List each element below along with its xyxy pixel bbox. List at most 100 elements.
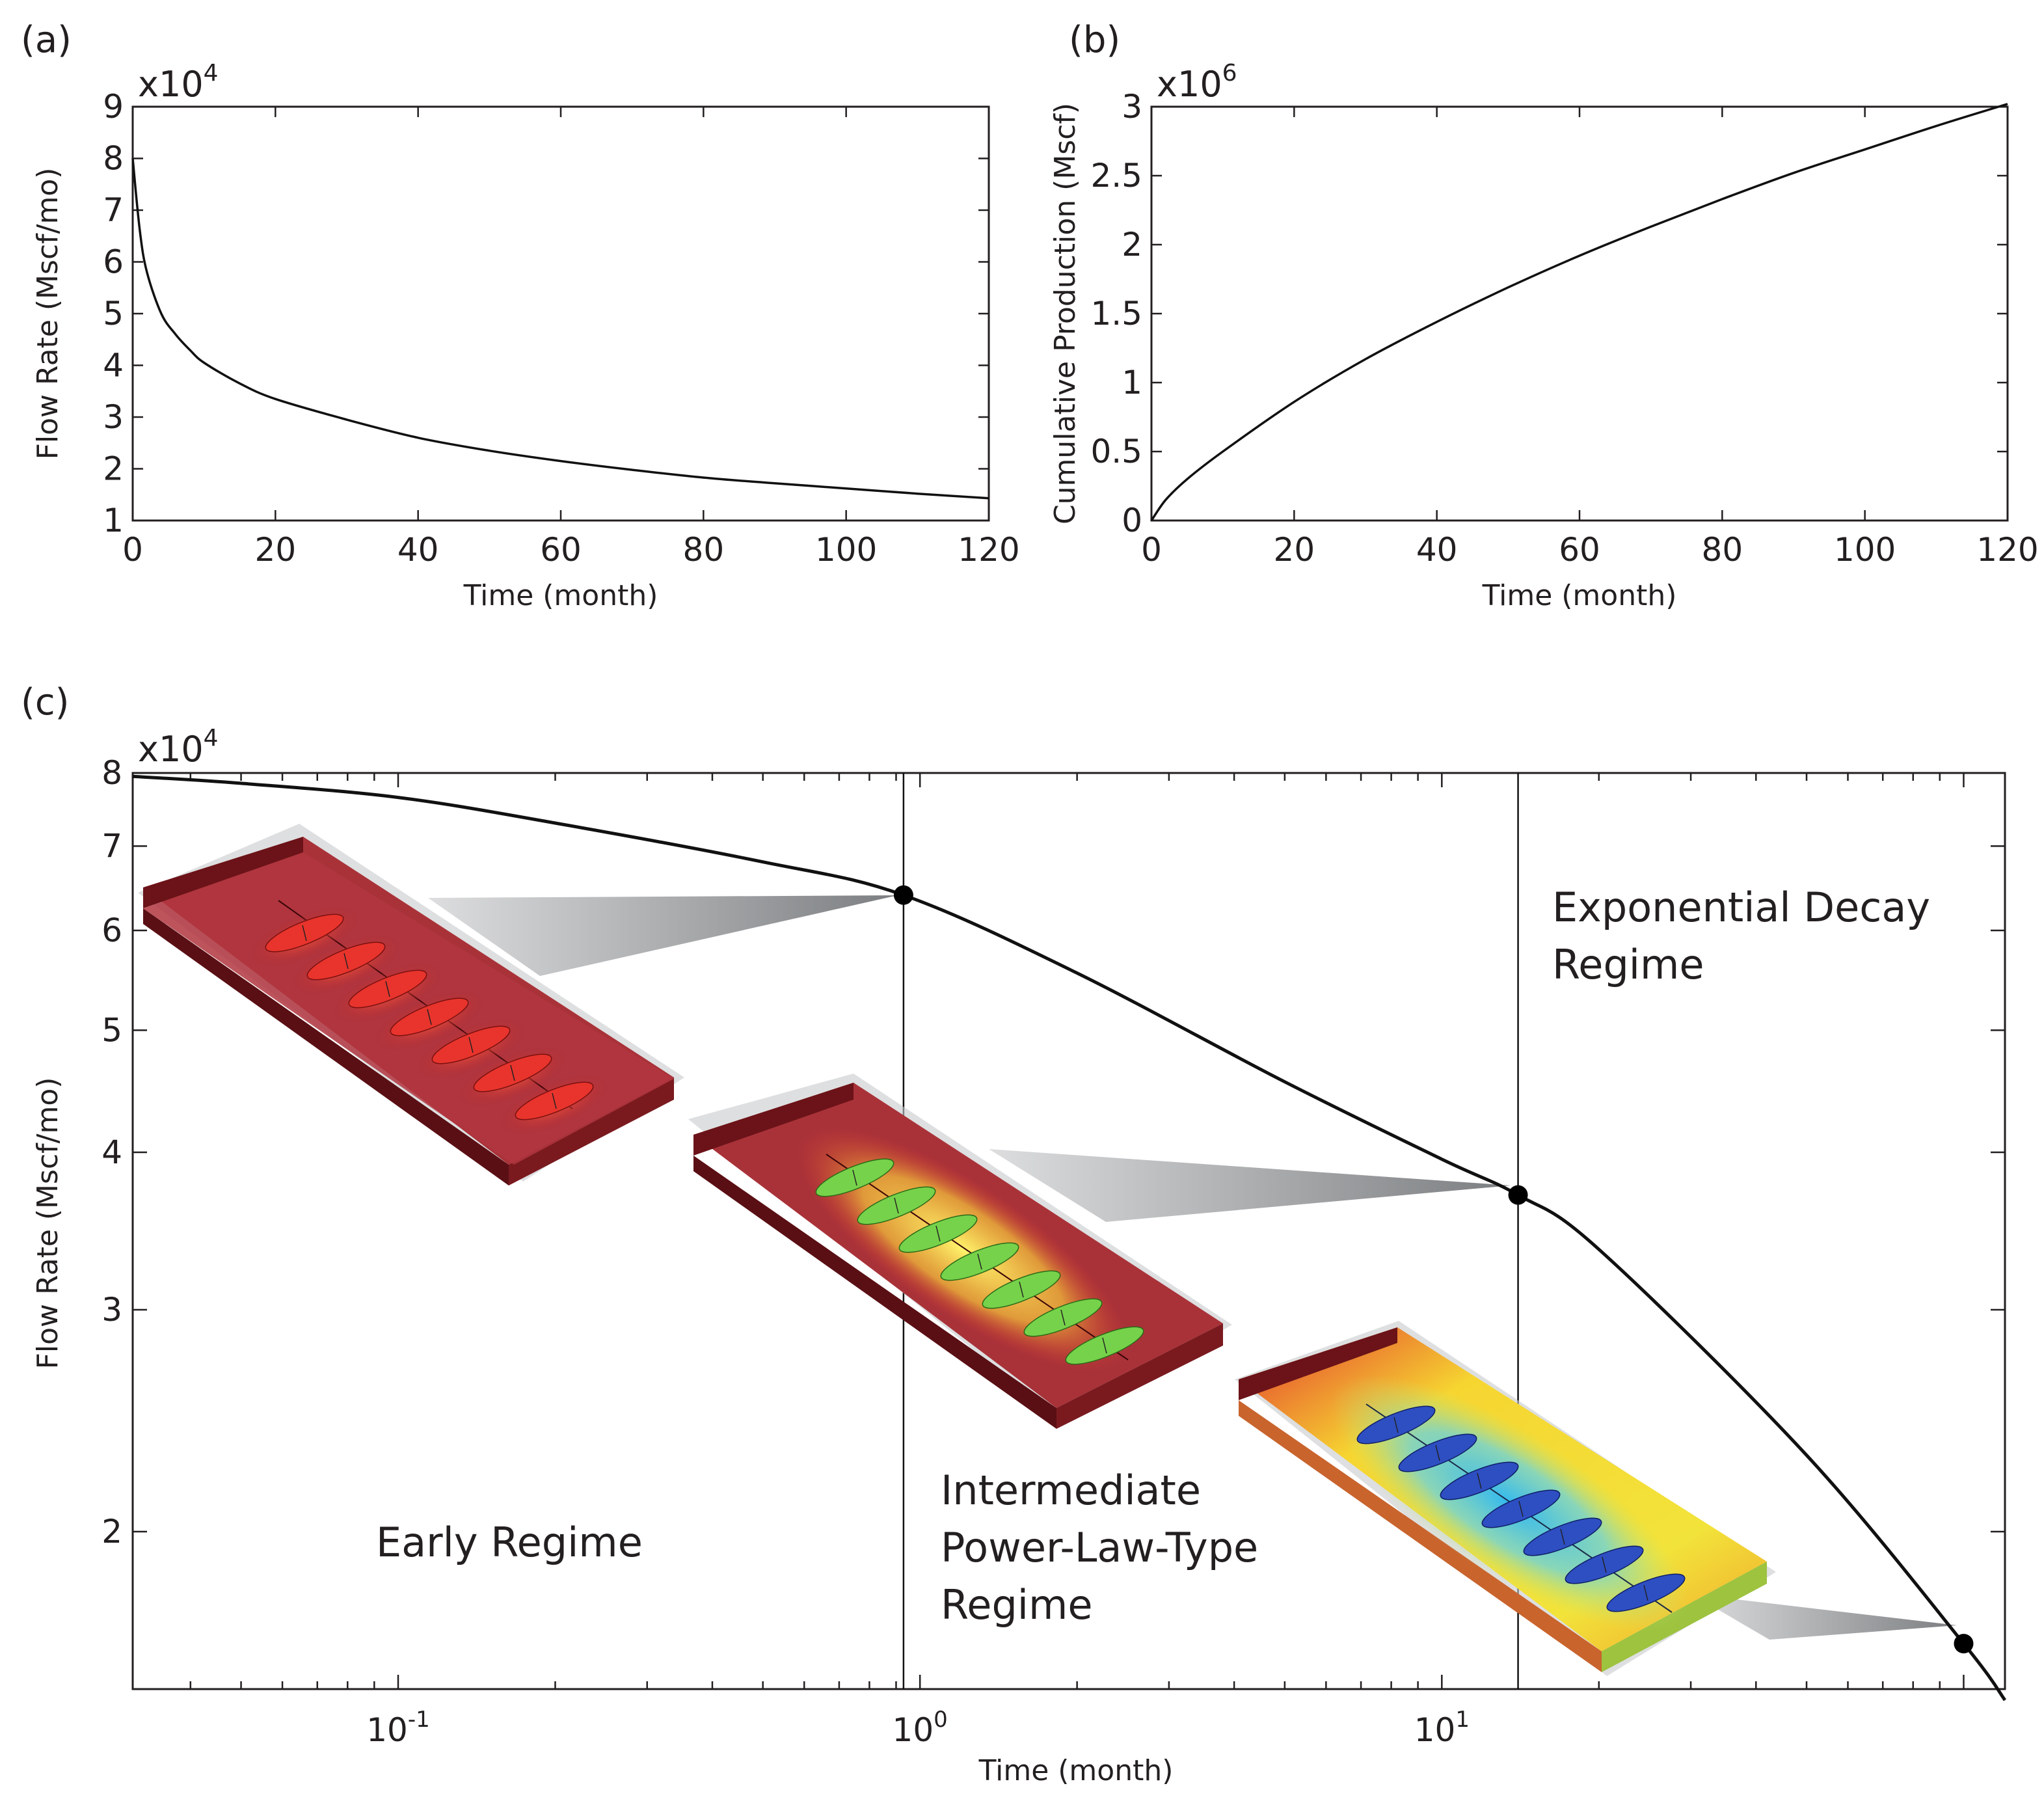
fracture-stem: [1019, 1281, 1024, 1298]
annotation-intermediate-line-2: Power-Law-Type: [941, 1524, 1258, 1571]
x-tick-label: 101: [1414, 1707, 1470, 1749]
x-tick-label: 60: [540, 531, 582, 569]
y-tick-label: 2: [101, 1513, 122, 1550]
callout-wedge-early: [428, 895, 898, 976]
fracture-stem: [1477, 1472, 1482, 1489]
y-tick-label: 8: [101, 754, 122, 792]
y-tick-label: 3: [103, 398, 124, 436]
callout-wedge-late: [1691, 1594, 1957, 1640]
panel-b: 0 20 40 60 80 100 120 0 0.5 1 1.5 2 2.5 3 x106 Time (…: [1049, 60, 2039, 612]
y-tick-label: 2: [1122, 226, 1142, 264]
y-tick-label: 6: [103, 243, 124, 281]
y-tick-label: 2: [103, 450, 124, 488]
panel-b-ylabel: Cumulative Production (Mscf): [1049, 103, 1082, 524]
x-tick-label: 80: [683, 531, 725, 569]
annotation-intermediate-line-1: Intermediate: [941, 1467, 1201, 1514]
reservoir-model-intermediate: [688, 1074, 1232, 1429]
panel-c-multiplier: x104: [138, 725, 219, 770]
panel-c-frame: [131, 772, 2006, 1690]
fracture-stem: [935, 1225, 941, 1242]
panel-a-flow-rate-line: [131, 158, 989, 500]
y-tick-label: 8: [103, 140, 124, 178]
annotation-exponential-regime: Exponential Decay Regime: [1552, 884, 1943, 988]
data-point-marker: [893, 885, 913, 905]
x-tick-label: 100: [893, 1707, 948, 1749]
annotation-exponential-line-2: Regime: [1552, 941, 1704, 988]
data-point-marker: [1954, 1634, 1974, 1654]
panel-c-flow-rate-line: [132, 774, 2007, 1701]
fracture-stem: [302, 925, 307, 941]
annotation-intermediate-line-3: Regime: [941, 1581, 1093, 1629]
y-tick-label: 1: [1122, 364, 1142, 401]
panel-a-xlabel: Time (month): [463, 579, 658, 612]
panel-b-multiplier: x106: [1157, 60, 1237, 105]
panel-c-ylabel: Flow Rate (Mscf/mo): [31, 1077, 64, 1370]
fracture-stem: [1560, 1528, 1565, 1545]
fracture-stem: [1602, 1556, 1607, 1573]
panel-c-xlabel: Time (month): [978, 1754, 1174, 1787]
x-tick-label: 60: [1559, 531, 1600, 569]
y-tick-label: 5: [103, 295, 124, 332]
y-tick-label: 7: [103, 191, 124, 229]
x-tick-label: 40: [1416, 531, 1458, 569]
fracture-stem: [894, 1197, 899, 1214]
callout-wedge-intermediate: [989, 1149, 1511, 1222]
fracture-stem: [1060, 1309, 1066, 1326]
panel-c-label: (c): [21, 681, 69, 724]
y-tick-label: 6: [101, 912, 122, 949]
y-tick-label: 1.5: [1090, 295, 1142, 332]
x-tick-label: 100: [815, 531, 877, 569]
y-tick-label: 9: [103, 88, 124, 126]
y-tick-label: 3: [101, 1291, 122, 1329]
annotation-early-regime: Early Regime: [376, 1519, 643, 1566]
fracture-stem: [468, 1036, 474, 1053]
fracture-stem: [1102, 1337, 1107, 1354]
panel-a-frame: [131, 105, 990, 522]
annotation-intermediate-regime: Intermediate Power-Law-Type Regime: [941, 1467, 1271, 1629]
reservoir-model-early: [138, 824, 684, 1185]
fracture-stem: [1518, 1500, 1524, 1517]
y-tick-label: 1: [103, 502, 124, 539]
fracture-stem: [977, 1253, 982, 1270]
x-tick-label: 100: [1834, 531, 1896, 569]
fracture-stem: [427, 1009, 432, 1025]
fracture-stem: [385, 981, 390, 997]
x-tick-label: 40: [397, 531, 439, 569]
y-tick-label: 5: [101, 1011, 122, 1049]
y-tick-label: 0: [1122, 502, 1142, 539]
x-tick-label: 20: [1274, 531, 1315, 569]
x-tick-label: 120: [958, 531, 1019, 569]
panel-a-multiplier: x104: [138, 60, 219, 105]
fracture-stem: [552, 1092, 557, 1109]
x-tick-label: 0: [1141, 531, 1162, 569]
x-tick-label: 0: [122, 531, 143, 569]
panel-b-label: (b): [1069, 19, 1120, 61]
y-tick-label: 7: [101, 827, 122, 865]
reservoir-model-late: [1235, 1321, 1776, 1676]
y-tick-label: 2.5: [1090, 157, 1142, 195]
annotation-exponential-line-1: Exponential Decay: [1552, 884, 1930, 931]
y-tick-label: 4: [103, 347, 124, 385]
panel-a: 0 20 40 60 80 100 120 1 2 3 4 5 6 7 8 9 x104 Time (mont…: [31, 60, 1020, 612]
fracture-stem: [852, 1169, 857, 1186]
x-tick-label: 10-1: [366, 1707, 430, 1749]
y-tick-label: 0.5: [1090, 433, 1142, 470]
y-tick-label: 3: [1122, 88, 1142, 126]
x-tick-label: 80: [1702, 531, 1743, 569]
panel-b-frame: [1150, 105, 2009, 522]
panel-b-cumulative-line: [1150, 103, 2008, 522]
y-tick-label: 4: [101, 1133, 122, 1171]
data-point-marker: [1508, 1185, 1528, 1205]
fracture-stem: [510, 1064, 515, 1081]
fracture-stem: [343, 953, 349, 969]
fracture-stem: [1435, 1444, 1440, 1461]
panel-c: 10-1 100 101 2 3 4 5 6 7 8 x104 Time (month) Flow…: [31, 725, 2007, 1787]
panel-a-label: (a): [21, 19, 72, 61]
x-tick-label: 120: [1976, 531, 2038, 569]
fracture-stem: [1643, 1584, 1648, 1601]
x-tick-label: 20: [255, 531, 297, 569]
panel-a-ylabel: Flow Rate (Mscf/mo): [31, 168, 64, 460]
fracture-stem: [1393, 1416, 1399, 1433]
panel-b-xlabel: Time (month): [1482, 579, 1677, 612]
